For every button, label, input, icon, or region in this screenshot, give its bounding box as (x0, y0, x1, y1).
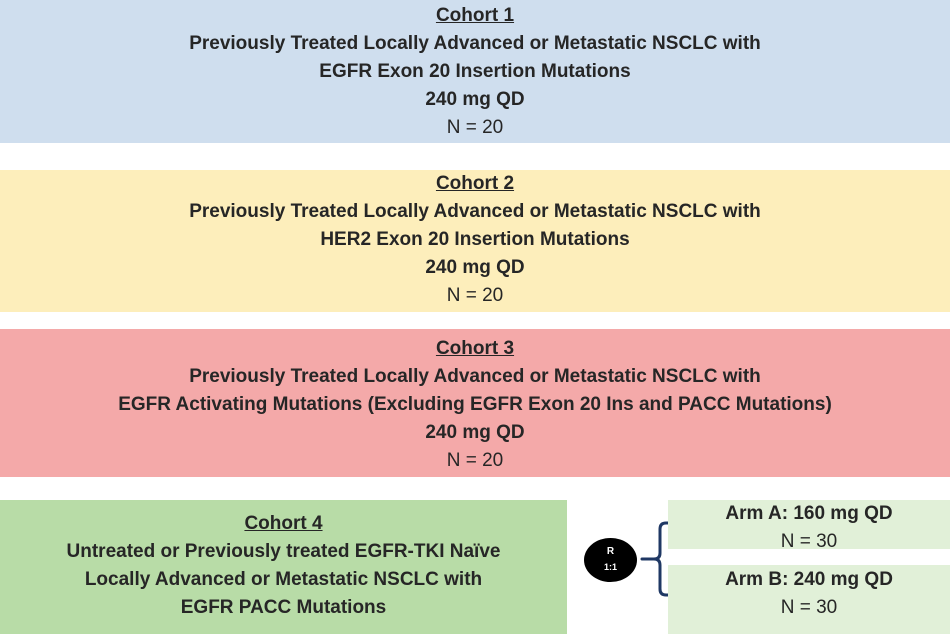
cohort-2-title: Cohort 2 (435, 173, 515, 194)
arm-b-dose: Arm B: 240 mg QD (725, 569, 893, 590)
randomization-node: R 1:1 (584, 538, 637, 582)
cohort-2-description-line-2: HER2 Exon 20 Insertion Mutations (320, 229, 630, 250)
randomization-label: R (606, 546, 615, 557)
cohort-1-description-line-2: EGFR Exon 20 Insertion Mutations (319, 61, 631, 82)
cohort-4-description-line-2: Locally Advanced or Metastatic NSCLC wit… (84, 569, 483, 590)
cohort-3-title: Cohort 3 (435, 338, 515, 359)
cohort-2-box: Cohort 2 Previously Treated Locally Adva… (0, 170, 950, 312)
arm-b-sample-size: N = 30 (780, 597, 838, 618)
arm-a-dose: Arm A: 160 mg QD (725, 503, 893, 524)
randomization-bracket (640, 521, 680, 597)
cohort-4-box: Cohort 4 Untreated or Previously treated… (0, 500, 567, 634)
cohort-4-description-line-1: Untreated or Previously treated EGFR-TKI… (66, 541, 501, 562)
arm-a-sample-size: N = 30 (780, 531, 838, 552)
cohort-4-title: Cohort 4 (244, 513, 323, 534)
cohort-1-sample-size: N = 20 (446, 117, 504, 138)
cohort-3-sample-size: N = 20 (446, 450, 504, 471)
randomization-ratio: 1:1 (603, 562, 617, 572)
cohort-3-dose: 240 mg QD (425, 422, 525, 443)
cohort-3-box: Cohort 3 Previously Treated Locally Adva… (0, 329, 950, 477)
cohort-4-description-line-3: EGFR PACC Mutations (180, 597, 387, 618)
cohort-1-dose: 240 mg QD (425, 89, 525, 110)
cohort-3-description-line-2: EGFR Activating Mutations (Excluding EGF… (118, 394, 832, 415)
arm-a-box: Arm A: 160 mg QD N = 30 (668, 500, 950, 552)
cohort-1-description-line-1: Previously Treated Locally Advanced or M… (189, 33, 761, 54)
cohort-1-box: Cohort 1 Previously Treated Locally Adva… (0, 0, 950, 143)
cohort-2-sample-size: N = 20 (446, 285, 504, 306)
cohort-2-dose: 240 mg QD (425, 257, 525, 278)
cohort-1-title: Cohort 1 (435, 5, 515, 26)
cohort-3-description-line-1: Previously Treated Locally Advanced or M… (189, 366, 761, 387)
arm-b-box: Arm B: 240 mg QD N = 30 (668, 565, 950, 634)
cohort-2-description-line-1: Previously Treated Locally Advanced or M… (189, 201, 761, 222)
bracket-path (640, 521, 680, 597)
